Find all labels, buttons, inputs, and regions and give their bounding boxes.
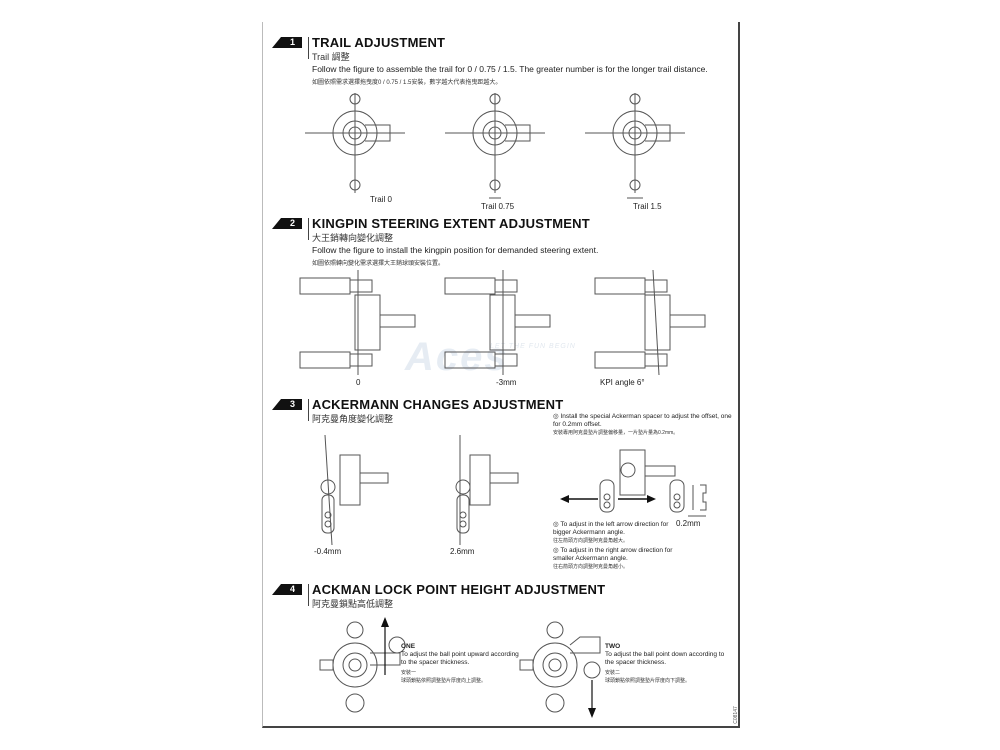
- document-code: C08147: [732, 706, 739, 724]
- section-1-text: Follow the figure to assemble the trail …: [312, 64, 708, 74]
- section-3-title: ACKERMANN CHANGES ADJUSTMENT: [312, 397, 564, 412]
- ackermann-note-spacer: ◎ Install the special Ackerman spacer to…: [553, 413, 732, 436]
- label-minus-0-4mm: -0.4mm: [314, 547, 342, 556]
- divider: [308, 218, 309, 240]
- ackermann-spacer-diagram: [560, 449, 707, 517]
- ackermann-diagrams: [320, 434, 519, 546]
- lock-point-diagrams: [319, 617, 601, 718]
- kingpin-diagrams: [299, 269, 706, 376]
- watermark-slogan: LET THE FUN BEGIN: [490, 343, 576, 350]
- section-1-subtitle: Trail 調整: [312, 52, 350, 62]
- section-1-text-zh: 如圖依照需求選擇拖曳度0 / 0.75 / 1.5安裝，數字越大代表拖曳距越大。: [312, 80, 502, 86]
- section-2-text: Follow the figure to install the kingpin…: [312, 245, 599, 255]
- label-2-6mm: 2.6mm: [450, 547, 475, 556]
- trail-diagrams: [305, 93, 685, 199]
- section-4-badge: 4: [272, 584, 302, 595]
- divider: [308, 584, 309, 606]
- section-2-subtitle: 大王銷轉向變化調整: [312, 233, 394, 243]
- section-2-text-zh: 如圖依照轉向變化需求選擇大王銷球頭安裝位置。: [312, 261, 445, 267]
- section-2-title: KINGPIN STEERING EXTENT ADJUSTMENT: [312, 216, 590, 231]
- divider: [308, 37, 309, 59]
- label-kingpin-minus-3mm: -3mm: [496, 378, 517, 387]
- label-kpi-angle: KPI angle 6°: [600, 378, 645, 387]
- section-3-badge: 3: [272, 399, 302, 410]
- page-frame: [262, 22, 740, 728]
- section-4-title: ACKMAN LOCK POINT HEIGHT ADJUSTMENT: [312, 582, 606, 597]
- section-1-title: TRAIL ADJUSTMENT: [312, 35, 446, 50]
- ackermann-note-right: ◎ To adjust in the right arrow direction…: [553, 547, 673, 570]
- section-1-badge: 1: [272, 37, 302, 48]
- section-4-subtitle: 阿克曼鎖點高低調整: [312, 599, 394, 609]
- label-trail-1-5: Trail 1.5: [633, 202, 662, 211]
- label-trail-0: Trail 0: [370, 195, 392, 204]
- label-0-2mm: 0.2mm: [676, 519, 701, 528]
- divider: [308, 399, 309, 421]
- section-2-badge: 2: [272, 218, 302, 229]
- label-kingpin-0: 0: [356, 378, 361, 387]
- section-3-subtitle: 阿克曼角度變化調整: [312, 414, 394, 424]
- ackermann-note-left: ◎ To adjust in the left arrow direction …: [553, 521, 669, 544]
- label-trail-0-75: Trail 0.75: [481, 202, 515, 211]
